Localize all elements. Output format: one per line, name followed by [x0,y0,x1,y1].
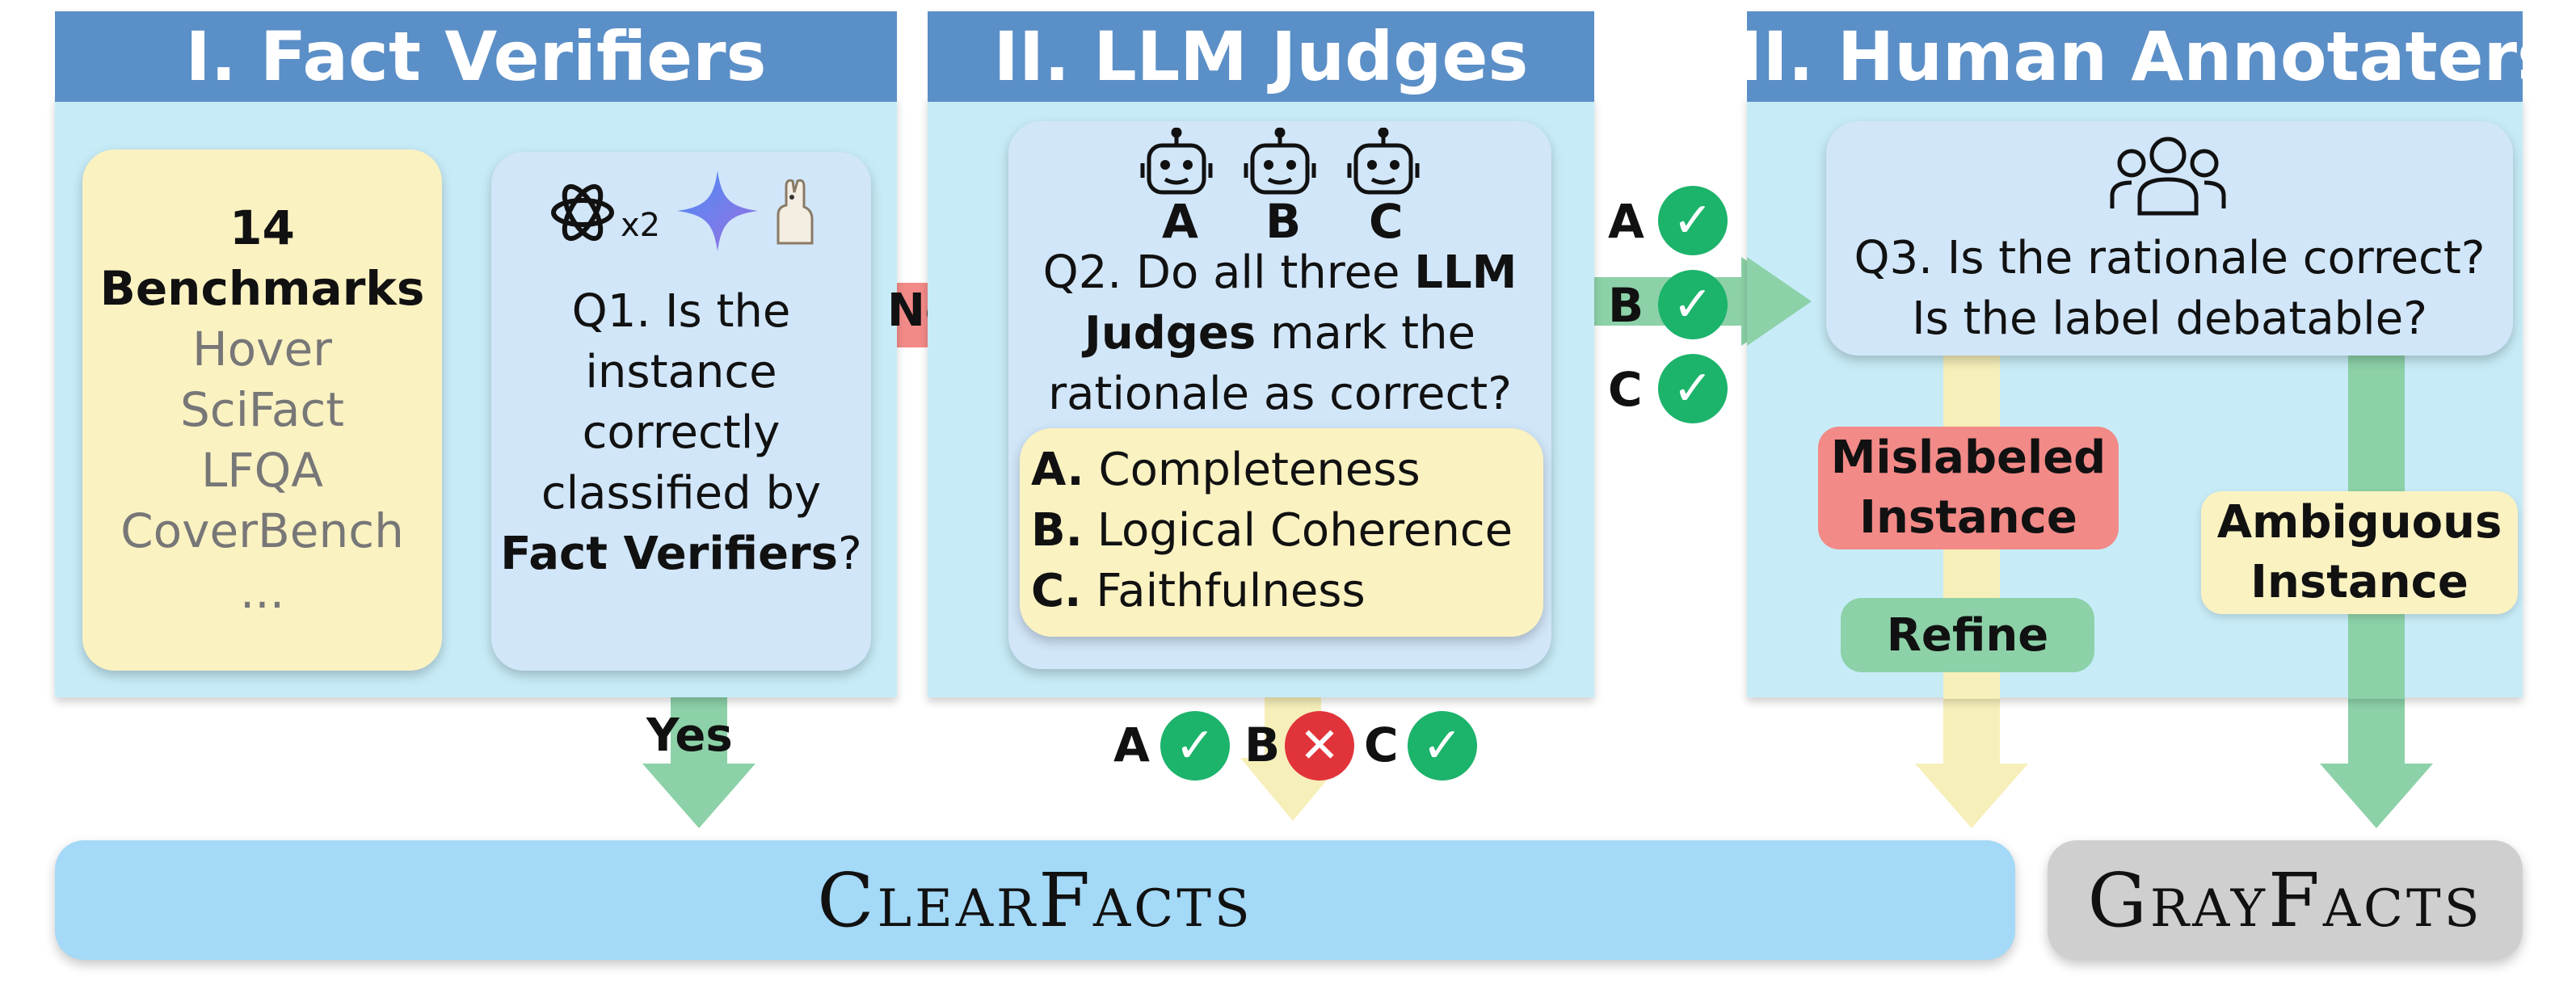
benchmarks-box: 14 Benchmarks Hover SciFact LFQA CoverBe… [82,149,442,671]
q3-box: Q3. Is the rationale correct? Is the lab… [1826,121,2513,356]
benchmark-count: 14 [229,200,295,255]
check-label: B [1244,718,1281,772]
check-icon: ✓ [1658,270,1728,339]
judge-label: B [1265,194,1302,249]
header-human-annotators: III. Human Annotaters [1712,11,2557,102]
benchmark-item: LFQA [200,443,323,498]
yes-label: Yes [646,709,733,762]
criterion-logical-coherence: B. Logical Coherence [1031,504,1513,557]
ambiguous-instance-label: Ambiguous Instance [2201,491,2518,614]
grayfacts-output: GrayFacts [2048,840,2523,960]
benchmark-item: CoverBench [120,503,404,558]
q1-line: classified by [541,467,822,520]
q2-line: rationale as correct? [1048,368,1512,420]
llama-icon [777,179,814,245]
header-fact-verifiers: I. Fact Verifiers [55,11,897,102]
openai-logo-icon [551,183,614,242]
check-label: C [1608,362,1643,417]
benchmark-item: Hover [192,322,332,377]
check-icon: ✓ [1160,711,1230,781]
judge-label: A [1162,194,1198,249]
robot-icon [1347,128,1420,195]
openai-multiplier: x2 [621,207,661,244]
check-icon: ✓ [1658,354,1728,423]
arrow-q2-q3-overlay [1747,257,1812,346]
q3-line: Q3. Is the rationale correct? [1854,232,2486,284]
check-icon: ✓ [1658,186,1728,255]
gemini-sparkle-icon [677,170,758,251]
q1-line: Q1. Is the [571,285,791,338]
refine-label: Refine [1841,598,2094,672]
check-icon: ✓ [1408,711,1477,781]
check-label: B [1608,278,1644,333]
judge-label: C [1369,194,1404,249]
q1-bold: Fact Verifiers [500,528,838,580]
q1-end: ? [838,528,862,580]
mislabeled-instance-label: Mislabeled Instance [1818,427,2119,549]
benchmark-item: ... [239,564,285,619]
benchmark-label: Benchmarks [99,261,425,316]
benchmark-item: SciFact [179,382,345,437]
q1-line: correctly [582,406,781,459]
q2-line: Q2. Do all three LLM [1042,246,1517,299]
check-label: C [1364,718,1399,772]
check-label: A [1113,718,1150,772]
q3-line: Is the label debatable? [1912,292,2427,345]
cross-icon: ✕ [1285,711,1354,781]
q1-line: instance [585,346,777,398]
robot-icon [1140,128,1213,195]
q2-line: Judges mark the [1084,307,1476,360]
q1-box: x2 Q1. Is the instance correctly classif… [491,152,871,671]
people-group-icon [2110,137,2226,216]
criterion-faithfulness: C. Faithfulness [1031,565,1366,617]
header-llm-judges: II. LLM Judges [928,11,1594,102]
robot-icon [1244,128,1316,195]
check-label: A [1608,194,1644,249]
clearfacts-output: ClearFacts [55,840,2015,960]
criteria-box: A. Completeness B. Logical Coherence C. … [1020,428,1543,637]
criterion-completeness: A. Completeness [1031,444,1421,496]
